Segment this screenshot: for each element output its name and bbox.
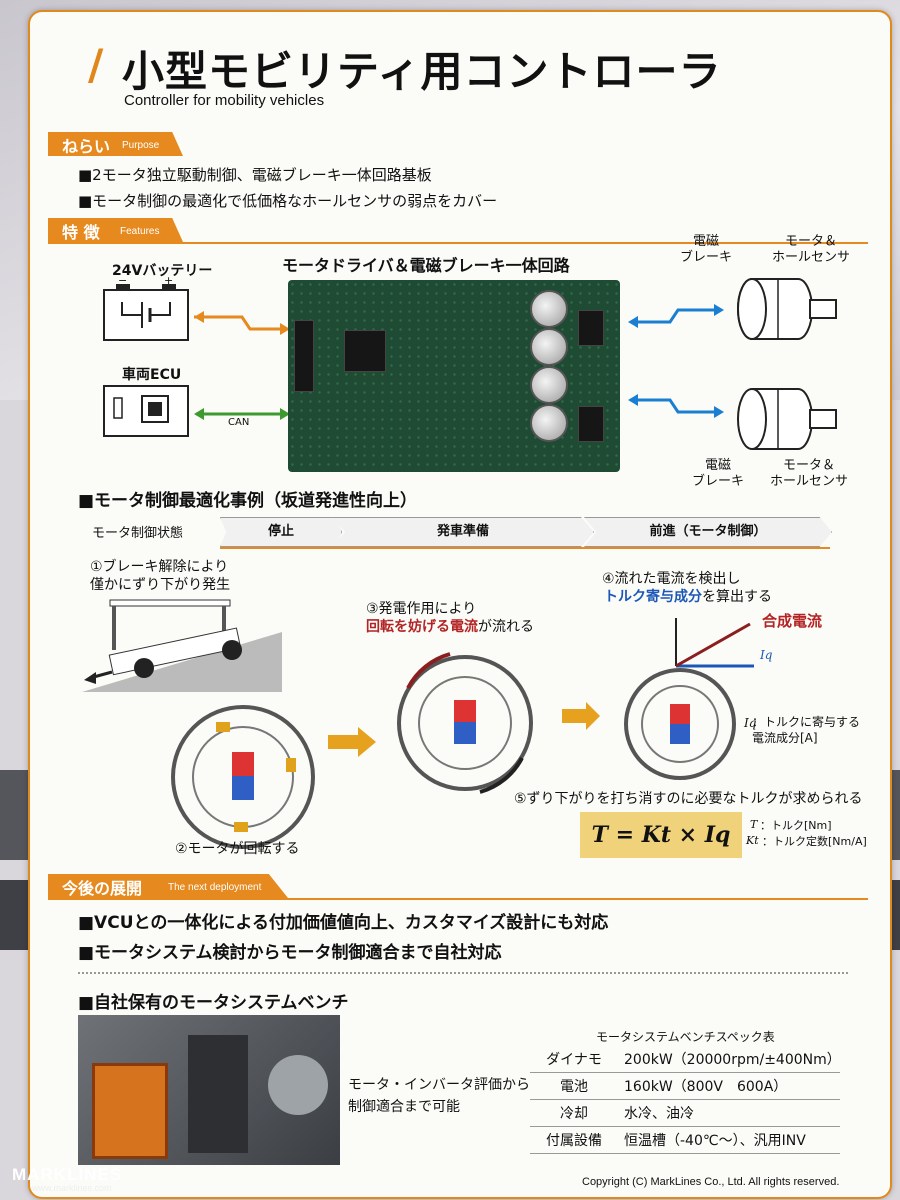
features-rule — [48, 242, 868, 244]
kt-desc: ：トルク定数[Nm/A] — [762, 835, 867, 848]
iq-axis-label: Iq — [760, 648, 773, 662]
purpose-tab-jp: ねらい — [62, 137, 111, 156]
motor-bottom-arrow — [628, 394, 724, 418]
next-bullet-2: ■モータシステム検討からモータ制御適合まで自社対応 — [78, 943, 502, 963]
state-ready: 発車準備 — [332, 517, 594, 547]
table-row: 付属設備恒温槽（-40℃〜）、汎用INV — [530, 1126, 840, 1154]
purpose-bullet-2: ■モータ制御の最適化で低価格なホールセンサの弱点をカバー — [78, 192, 498, 210]
bench-caption: モータ・インバータ評価から 制御適合まで可能 — [348, 1077, 530, 1115]
board-chip — [344, 330, 386, 372]
state-bar: 停止 発車準備 前進（モータ制御） — [220, 517, 832, 547]
step4-text-b: トルク寄与成分を算出する — [604, 586, 772, 606]
battery-label: 24Vバッテリー — [112, 263, 213, 279]
battery-plus: + — [164, 274, 174, 287]
cart-on-slope-illustration — [82, 599, 282, 692]
motor-top-label: モータ＆ ホールセンサ — [772, 234, 851, 265]
board-capacitor-2 — [530, 328, 568, 366]
controller-board-photo — [288, 280, 620, 472]
step4-text-a: ④流れた電流を検出し — [602, 571, 741, 587]
copyright-text: Copyright (C) MarkLines Co., Ltd. All ri… — [582, 1176, 840, 1188]
iq-desc-symbol: Iq — [744, 716, 757, 730]
features-tab: 特 徴 Features — [48, 218, 183, 242]
purpose-bullet-1: ■2モータ独立駆動制御、電磁ブレーキ一体回路基板 — [78, 166, 432, 184]
torque-formula: T = Kt × Iq — [580, 812, 742, 858]
spec-table-title: モータシステムベンチスペック表 — [596, 1030, 775, 1044]
step1-text: ①ブレーキ解除により 僅かにずり下がり発生 — [90, 559, 231, 593]
step2-text: ②モータが回転する — [175, 841, 300, 857]
current-vector-diagram — [675, 618, 754, 668]
motor-top-icon — [737, 278, 837, 340]
marklines-logo: MARKLINES — [12, 1165, 123, 1184]
progress-arrow-1 — [328, 727, 376, 757]
bench-photo — [78, 1015, 340, 1165]
ecu-label: 車両ECU — [122, 367, 182, 383]
t-symbol: T — [750, 818, 758, 831]
title-slash: / — [88, 40, 104, 89]
step3-text-b: 回転を妨げる電流が流れる — [366, 616, 534, 636]
state-label: モータ制御状態 — [92, 526, 184, 541]
next-bullet-1: ■VCUとの一体化による付加価値値向上、カスタマイズ設計にも対応 — [78, 913, 609, 933]
board-title: モータドライバ＆電磁ブレーキ一体回路 — [282, 256, 570, 275]
case-heading: ■モータ制御最適化事例（坂道発進性向上） — [78, 491, 418, 511]
ecu-icon — [103, 385, 189, 437]
state-rule — [220, 547, 830, 549]
progress-arrow-2 — [562, 702, 600, 730]
motor-section-3 — [624, 668, 736, 780]
motor-bottom-label: モータ＆ ホールセンサ — [770, 458, 849, 489]
motor-section-2 — [397, 652, 533, 794]
iq-desc: ：トルクに寄与する 電流成分[A] — [752, 715, 861, 745]
step3-red: 回転を妨げる電流 — [366, 619, 478, 635]
bench-heading: ■自社保有のモータシステムベンチ — [78, 993, 349, 1013]
step5-text: ⑤ずり下がりを打ち消すのに必要なトルクが求められる — [514, 791, 863, 807]
motor-bottom-icon — [737, 388, 837, 450]
dotted-divider — [78, 972, 848, 974]
power-arrow — [194, 311, 290, 335]
battery-icon — [103, 284, 189, 341]
kt-symbol: Kt — [746, 834, 759, 847]
motor-top-arrow — [628, 304, 724, 328]
features-tab-jp: 特 徴 — [62, 223, 100, 242]
board-capacitor-3 — [530, 366, 568, 404]
motor-section-1 — [171, 705, 315, 849]
step3-rest: が流れる — [478, 619, 534, 635]
table-row: 冷却水冷、油冷 — [530, 1099, 840, 1127]
next-tab: 今後の展開 The next deployment — [48, 874, 288, 898]
purpose-tab-en: Purpose — [122, 140, 160, 151]
page-title: 小型モビリティ用コントローラ — [122, 47, 722, 96]
battery-minus: − — [118, 274, 128, 287]
board-connector — [294, 320, 314, 392]
next-rule — [48, 898, 868, 900]
marklines-url: www.marklines.com — [32, 1183, 112, 1193]
can-label: CAN — [228, 417, 250, 428]
board-relay-2 — [578, 406, 604, 442]
page-subtitle: Controller for mobility vehicles — [124, 92, 325, 109]
brake-bottom-label: 電磁 ブレーキ — [692, 458, 745, 489]
next-tab-jp: 今後の展開 — [62, 879, 143, 898]
can-arrow — [194, 408, 290, 420]
step3-text-a: ③発電作用により — [366, 601, 477, 617]
state-forward: 前進（モータ制御） — [584, 517, 832, 547]
combined-current-label: 合成電流 — [762, 612, 823, 630]
board-capacitor-1 — [530, 290, 568, 328]
step4-blue: トルク寄与成分 — [604, 589, 702, 605]
state-stop: 停止 — [220, 517, 342, 547]
board-relay-1 — [578, 310, 604, 346]
poster-board: / 小型モビリティ用コントローラ Controller for mobility… — [28, 10, 892, 1199]
features-tab-en: Features — [120, 226, 160, 237]
t-desc: ：トルク[Nm] — [760, 819, 832, 832]
board-capacitor-4 — [530, 404, 568, 442]
next-tab-en: The next deployment — [168, 882, 262, 893]
purpose-tab: ねらい Purpose — [48, 132, 183, 156]
step4-rest: を算出する — [702, 589, 772, 605]
brake-top-label: 電磁 ブレーキ — [680, 234, 733, 265]
